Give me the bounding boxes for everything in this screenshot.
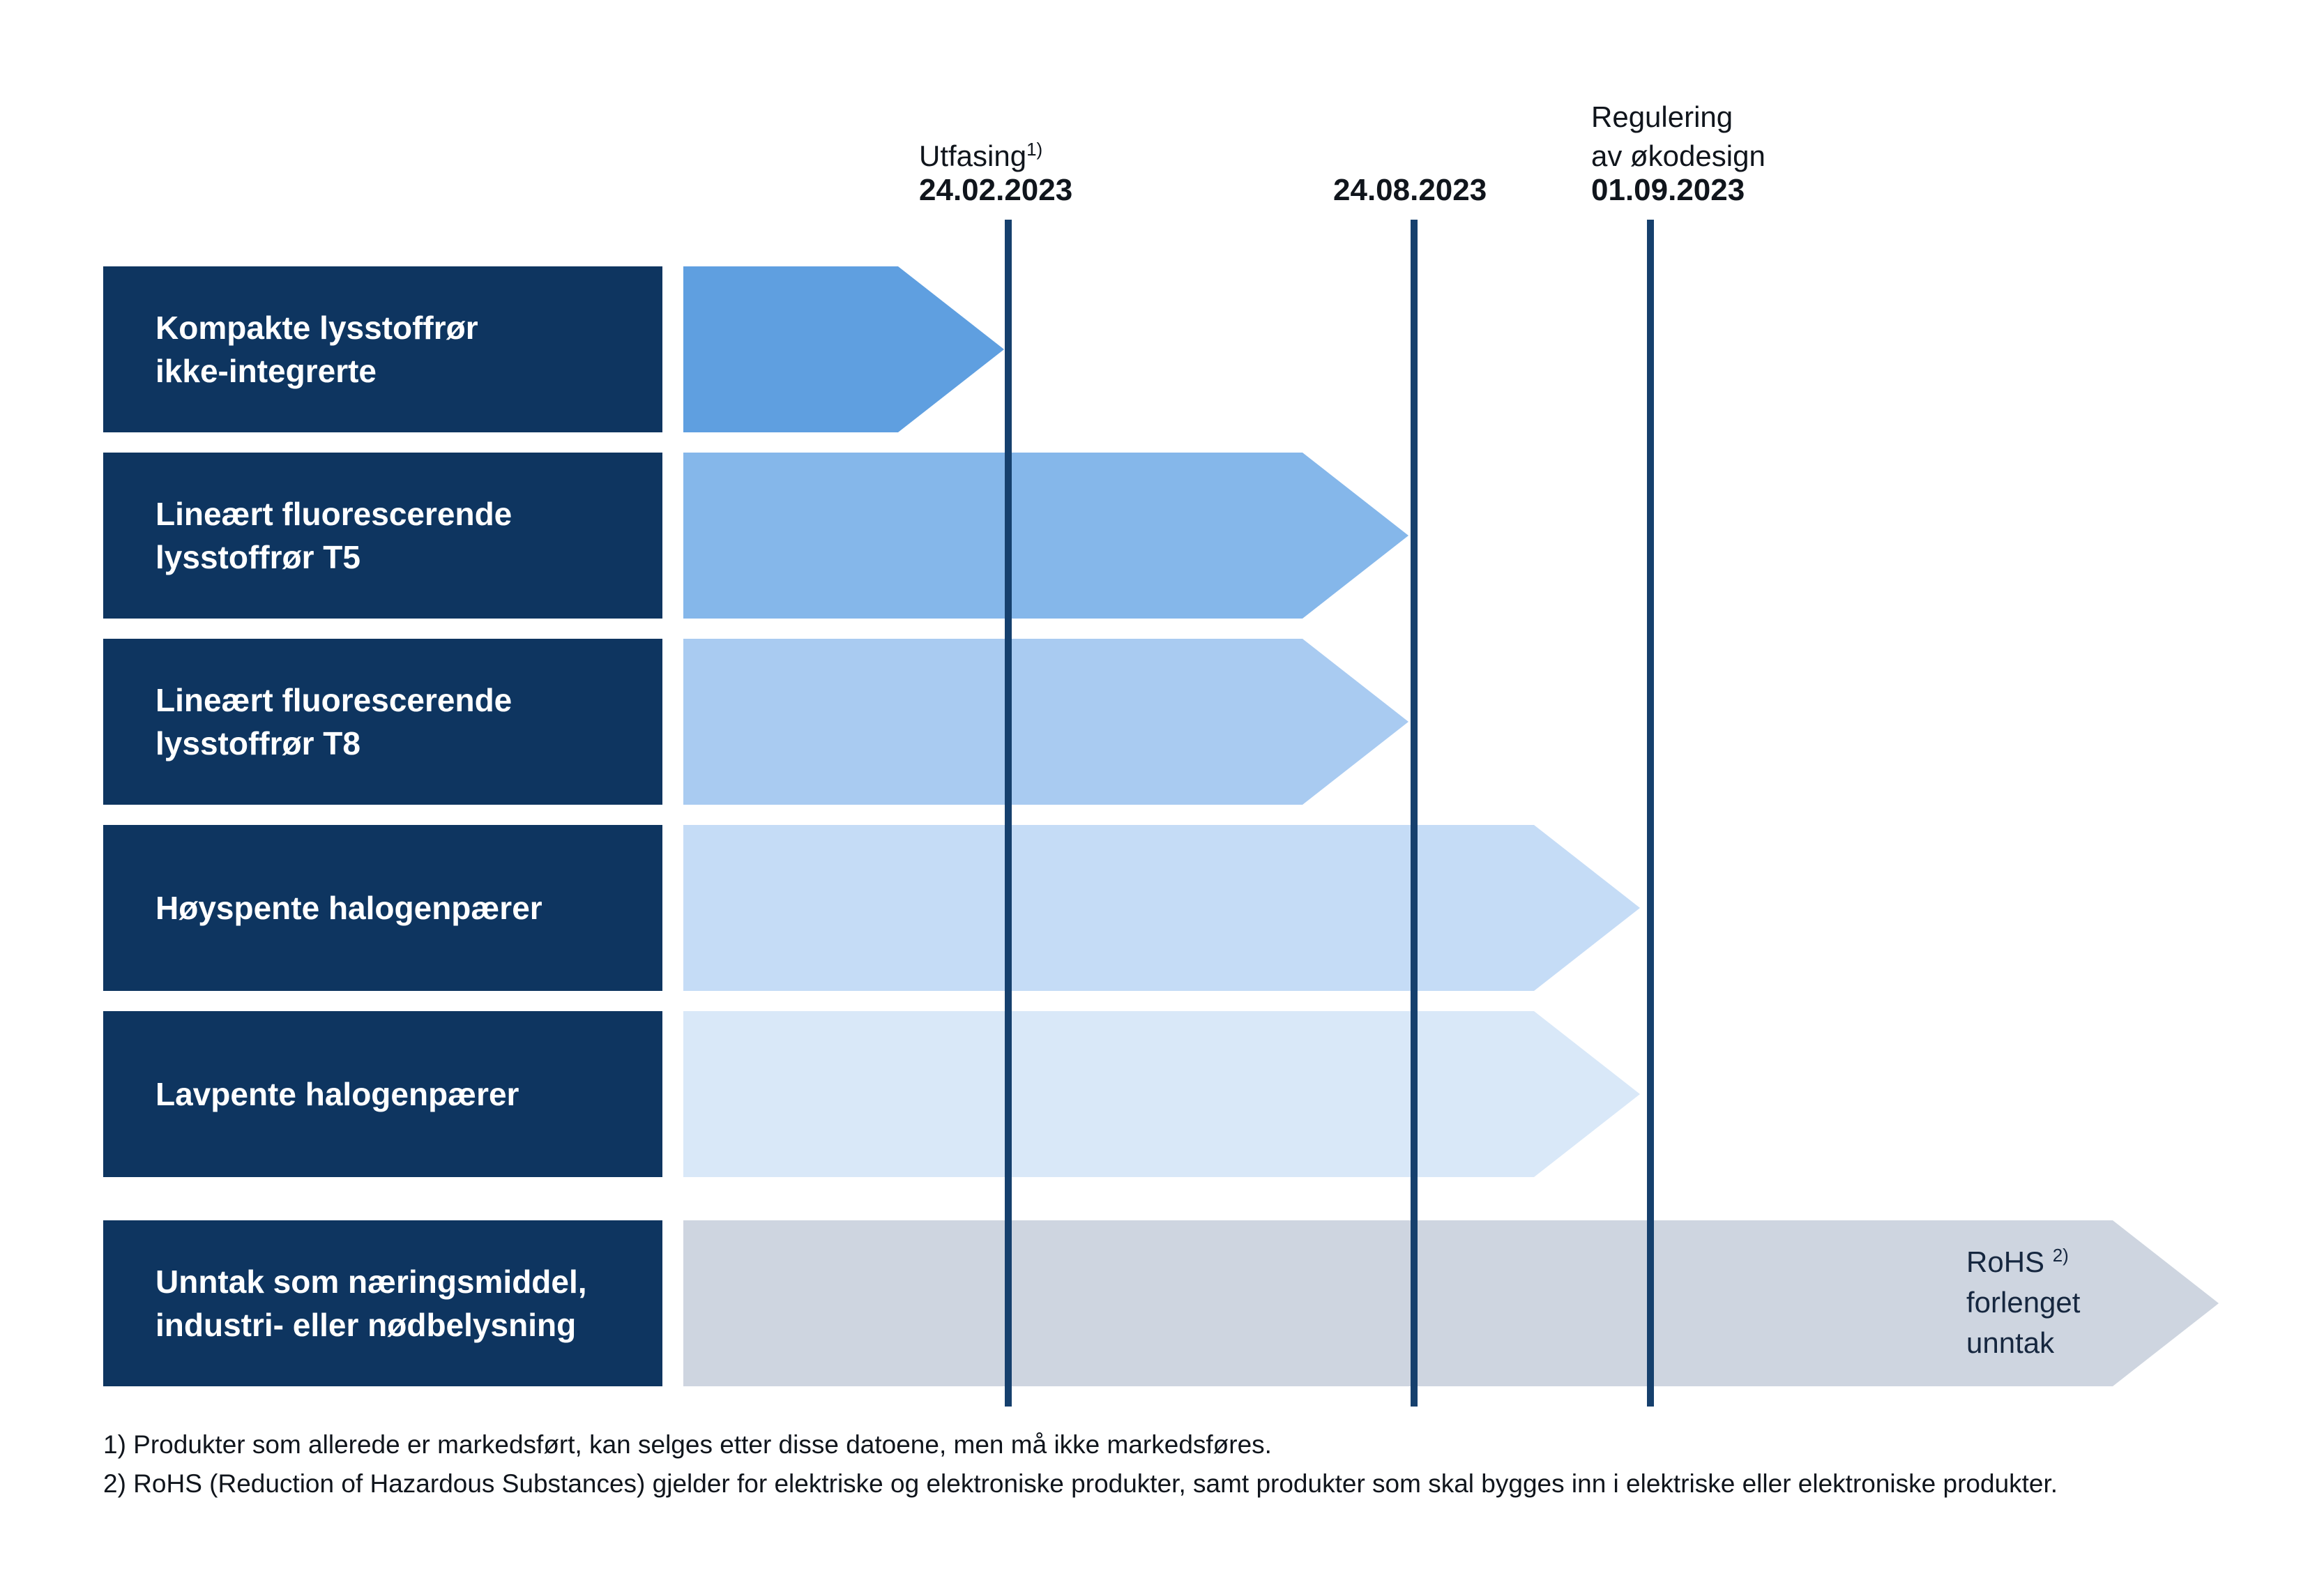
rohs-line-2: forlenget: [1966, 1286, 2081, 1319]
milestone-date-2: 24.08.2023: [1333, 173, 1487, 207]
arrow-lineart-t5: [683, 453, 1408, 619]
footnote-ref-2-icon: 2): [2052, 1245, 2069, 1266]
arrow-hoyspente-halogenparer: [683, 825, 1640, 991]
milestone-label-utfasing: Utfasing1): [919, 137, 1042, 176]
rohs-line-3: unntak: [1966, 1326, 2055, 1359]
rohs-text: RoHS: [1966, 1245, 2045, 1278]
milestone-label-regulering: Regulering av økodesign: [1591, 100, 1765, 172]
row-label-lineart-t8: Lineært fluorescerende lysstoffrør T8: [103, 639, 662, 805]
row-label-kompakte-lysstoffror: Kompakte lysstoffrør ikke-integrerte: [103, 266, 662, 432]
row-label-text: Kompakte lysstoffrør ikke-integrerte: [155, 310, 478, 389]
milestone-date-1: 24.02.2023: [919, 173, 1073, 207]
arrow-kompakte-lysstoffror: [683, 266, 1004, 432]
row-label-unntak: Unntak som næringsmiddel, industri- elle…: [103, 1220, 662, 1386]
milestone-label-utfasing-text: Utfasing: [919, 139, 1027, 172]
row-label-hoyspente-halogenparer: Høyspente halogenpærer: [103, 825, 662, 991]
rohs-annotation: RoHS 2) forlenget unntak: [1966, 1242, 2080, 1363]
row-label-lavpente-halogenparer: Lavpente halogenpærer: [103, 1011, 662, 1177]
timeline-line-24-08-2023: [1411, 220, 1418, 1407]
milestone-date-3: 01.09.2023: [1591, 173, 1745, 207]
row-label-text: Lineært fluorescerende lysstoffrør T8: [155, 682, 512, 761]
arrow-lineart-t8: [683, 639, 1408, 805]
row-label-lineart-t5: Lineært fluorescerende lysstoffrør T5: [103, 453, 662, 619]
arrow-lavpente-halogenparer: [683, 1011, 1640, 1177]
row-label-text: Lineært fluorescerende lysstoffrør T5: [155, 496, 512, 575]
timeline-line-24-02-2023: [1005, 220, 1012, 1407]
row-label-text: Lavpente halogenpærer: [155, 1076, 519, 1112]
footnote-1: 1) Produkter som allerede er markedsført…: [103, 1430, 1272, 1459]
timeline-line-01-09-2023: [1647, 220, 1654, 1407]
footnote-ref-1-icon: 1): [1026, 139, 1043, 160]
row-label-text: Unntak som næringsmiddel, industri- elle…: [155, 1264, 587, 1343]
row-label-text: Høyspente halogenpærer: [155, 890, 542, 926]
arrow-unntak-rohs: [683, 1220, 2219, 1386]
rohs-line-1: RoHS 2): [1966, 1242, 2080, 1282]
footnote-2: 2) RoHS (Reduction of Hazardous Substanc…: [103, 1469, 2058, 1498]
